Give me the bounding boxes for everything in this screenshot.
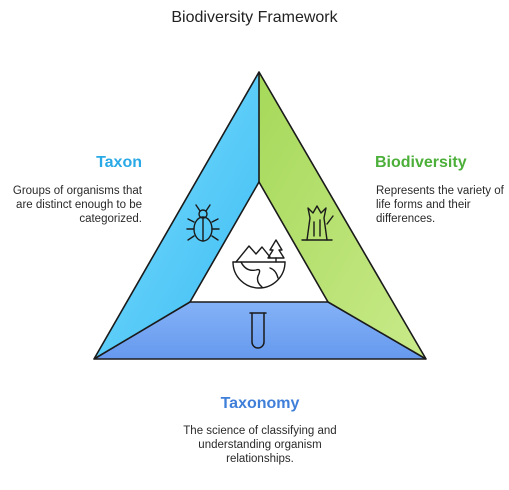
taxonomy-heading: Taxonomy — [220, 395, 300, 412]
diagram-title: Biodiversity Framework — [171, 9, 338, 26]
landscape-globe-icon — [232, 239, 286, 289]
biodiversity-description: Represents the variety of life forms and… — [376, 185, 504, 225]
beetle-icon — [186, 204, 220, 242]
inner-triangle — [190, 182, 328, 302]
taxon-heading: Taxon — [96, 154, 142, 171]
taxonomy-description: The science of classifying and understan… — [183, 425, 337, 465]
taxonomy-segment — [94, 302, 426, 359]
taxon-description: Groups of organisms that are distinct en… — [12, 185, 142, 225]
tree-stump-icon — [301, 205, 334, 241]
test-tube-icon — [249, 312, 267, 349]
biodiversity-heading: Biodiversity — [375, 154, 467, 171]
